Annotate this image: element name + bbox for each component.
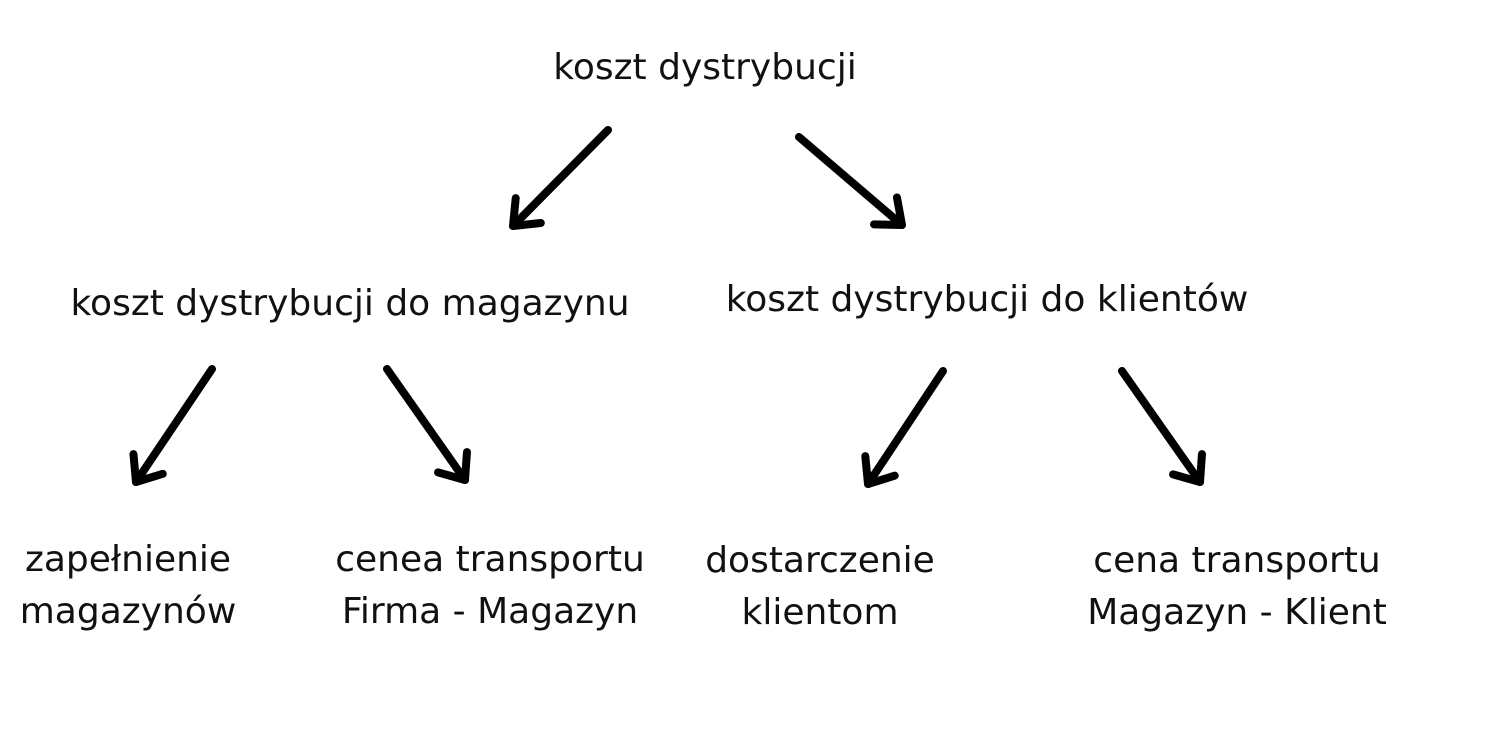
arrow-warehouse-to-transport_fm [383,365,469,484]
node-label-line-1: cenea transportu [335,539,645,580]
arrowhead-clients-to-delivery [861,452,899,488]
node-dostarczenie-klientom: dostarczenie klientom [705,535,935,639]
node-label-line-1: cena transportu [1093,540,1381,581]
node-label-line-2: klientom [741,592,899,633]
arrow-clients-to-delivery [864,367,947,488]
arrow-root-to-clients [795,133,906,229]
arrowhead-root-to-warehouse [509,194,545,230]
node-koszt-dystrybucji: koszt dystrybucji [553,42,856,94]
node-koszt-dystrybucji-do-magazynu: koszt dystrybucji do magazynu [70,278,629,330]
arrowhead-root-to-clients [870,193,906,229]
node-label: koszt dystrybucji do klientów [725,279,1249,320]
node-cena-transportu-magazyn-klient: cena transportu Magazyn - Klient [1087,535,1387,639]
arrowhead-warehouse-to-fill [129,450,167,486]
arrow-clients-to-transport_mk [1118,367,1204,486]
node-label: koszt dystrybucji do magazynu [70,283,630,324]
arrowhead-clients-to-transport_mk [1169,450,1206,486]
node-label-line-1: dostarczenie [705,540,935,581]
node-label-line-2: Firma - Magazyn [341,591,639,632]
node-zapelnienie-magazynow: zapełnienie magazynów [20,534,237,638]
node-label: koszt dystrybucji [553,47,857,88]
node-koszt-dystrybucji-do-klientow: koszt dystrybucji do klientów [726,274,1249,326]
node-label-line-1: zapełnienie [24,539,232,580]
arrow-root-to-warehouse [509,126,612,230]
arrow-warehouse-to-fill [132,365,216,486]
node-cena-transportu-firma-magazyn: cenea transportu Firma - Magazyn [335,534,645,638]
arrowhead-warehouse-to-transport_fm [434,448,471,484]
node-label-line-2: magazynów [19,591,237,632]
node-label-line-2: Magazyn - Klient [1087,592,1387,633]
